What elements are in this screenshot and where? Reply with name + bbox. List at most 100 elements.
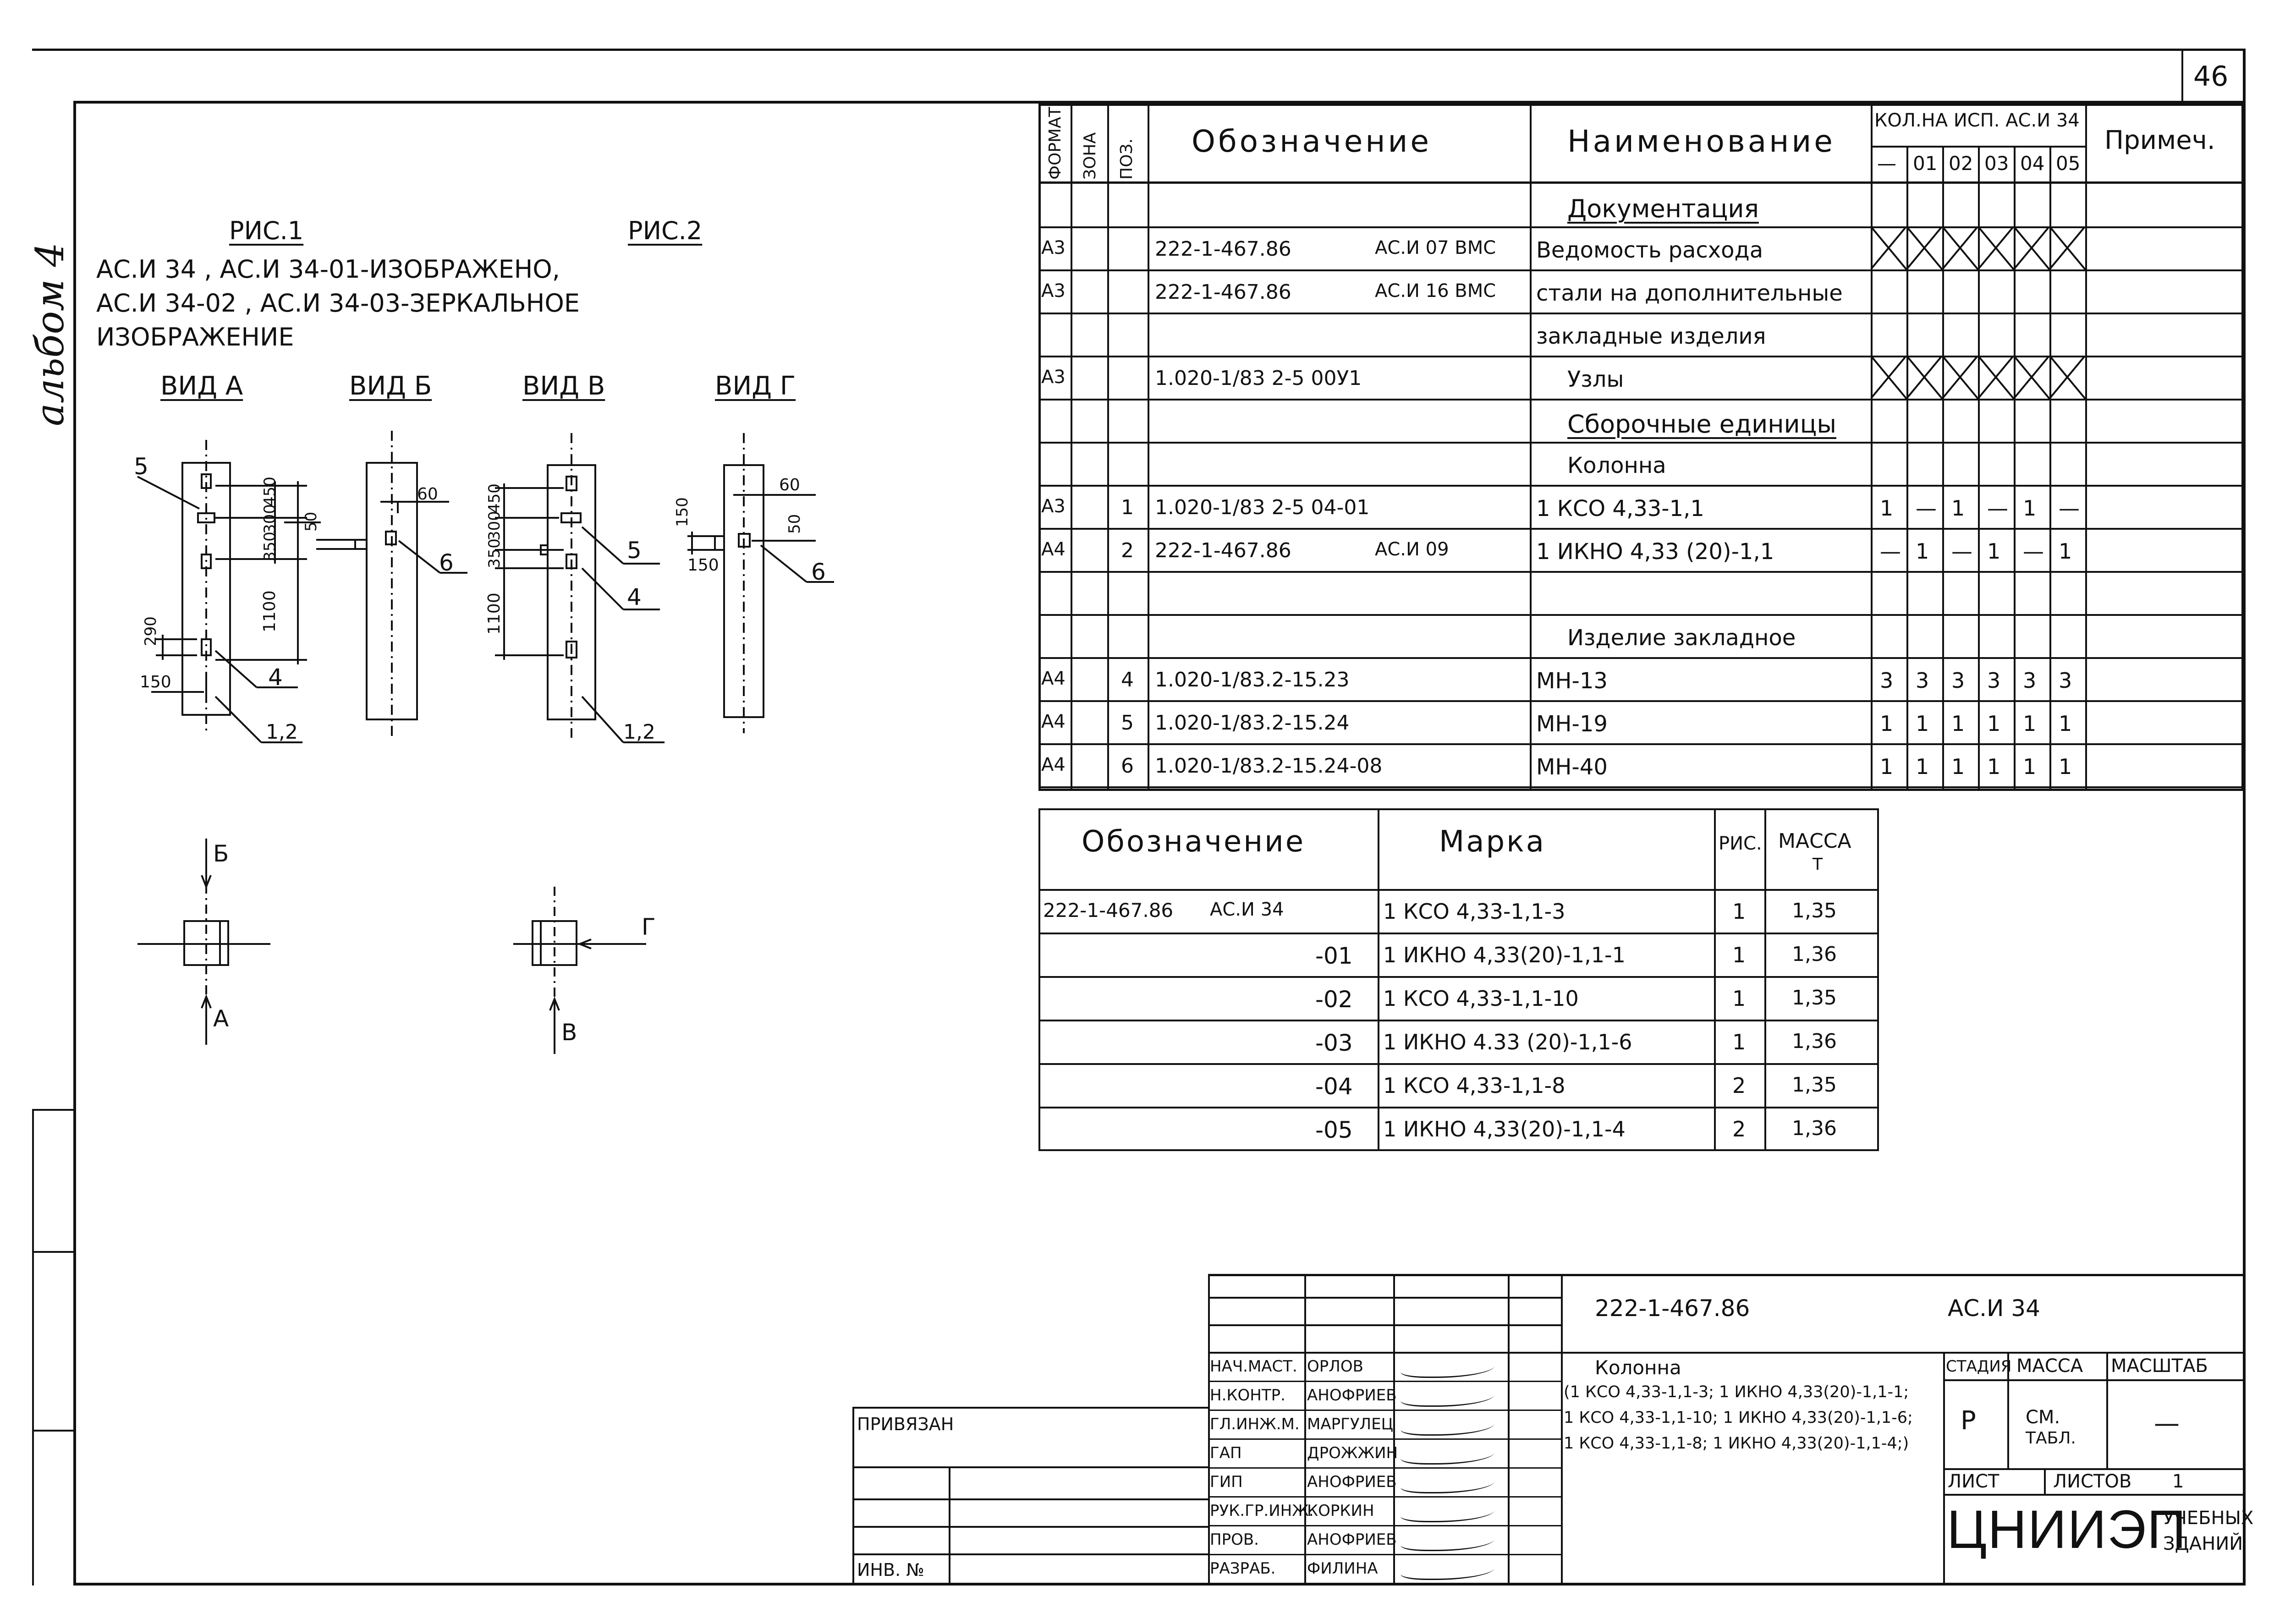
spec-cell-qty: 3 xyxy=(2023,668,2037,693)
spec-cell-qty: — xyxy=(2059,496,2080,521)
mark-cell-mass: 1,36 xyxy=(1792,1030,1837,1053)
header-pos: ПОЗ. xyxy=(1117,138,1136,180)
mark-cell-code: -04 xyxy=(1315,1073,1353,1100)
spec-header-bottom xyxy=(1038,181,2244,184)
tb-stage-right xyxy=(2007,1352,2009,1468)
mark-col-fig xyxy=(1714,808,1716,1151)
cross-stroke xyxy=(1906,356,1943,399)
variant-header: 02 xyxy=(1949,152,1973,175)
mark-row-line xyxy=(1038,976,1879,978)
spec-cell-qty: 1 xyxy=(2059,754,2072,779)
inv-no-label: ИНВ. № xyxy=(857,1560,924,1580)
callout-g-6: 6 xyxy=(811,559,826,585)
mark-cell-mass: 1,36 xyxy=(1792,943,1837,966)
spec-cell-format: А4 xyxy=(1041,668,1066,689)
mark-header-mass: МАССА xyxy=(1778,829,1851,853)
callout-v-4: 4 xyxy=(627,584,642,610)
mark-row-line xyxy=(1038,1107,1879,1108)
spec-row-line xyxy=(1038,313,2244,314)
mark-cell-fig: 1 xyxy=(1732,986,1746,1011)
frame-bottom xyxy=(73,1583,2246,1586)
tb-org-sub-1: УЧЕБНЫХ xyxy=(2163,1508,2254,1529)
view-v-title: ВИД В xyxy=(522,371,605,401)
tb-scale-label: МАСШТАБ xyxy=(2111,1355,2208,1377)
bound-r1 xyxy=(852,1466,1210,1468)
signer-role: РУК.ГР.ИНЖ. xyxy=(1210,1502,1314,1520)
mark-cell-designation: 222-1-467.86 xyxy=(1043,899,1174,922)
spec-cell-qty: 1 xyxy=(1916,539,1929,564)
tb-sheet-label: ЛИСТ xyxy=(1948,1471,1999,1492)
mark-cell-code: АС.И 34 xyxy=(1210,899,1284,920)
tb-object-desc-1: (1 КСО 4,33-1,1-3; 1 ИКНО 4,33(20)-1,1-1… xyxy=(1564,1383,1909,1401)
spec-cell-pos: 5 xyxy=(1121,711,1134,735)
spec-row-line xyxy=(1038,743,2244,745)
mark-cell-mark: 1 ИКНО 4,33(20)-1,1-1 xyxy=(1383,943,1626,967)
signer-name: ОРЛОВ xyxy=(1307,1357,1363,1376)
tb-sheet-row-bottom xyxy=(1943,1494,2244,1496)
spec-cell-pos: 1 xyxy=(1121,496,1134,519)
bound-top xyxy=(852,1407,1210,1409)
spec-cell-format: А4 xyxy=(1041,711,1066,732)
dim-g-60: 60 xyxy=(779,476,800,494)
view-a-embed-4 xyxy=(201,638,212,656)
spec-cell-qty: 3 xyxy=(1987,668,2001,693)
spec-cell-qty: 1 xyxy=(1880,496,1894,521)
tb-stage-label: СТАДИЯ xyxy=(1946,1357,2012,1376)
spec-cell-qty: 1 xyxy=(2023,754,2037,779)
spec-row-line xyxy=(1038,399,2244,401)
tb-r1 xyxy=(1208,1297,1561,1299)
signer-role: ГИП xyxy=(1210,1473,1243,1491)
col-line-zone xyxy=(1107,104,1109,791)
view-a-embed-3 xyxy=(201,554,212,569)
section-label-a: А xyxy=(213,1005,229,1032)
callout-v-5: 5 xyxy=(627,537,642,564)
mark-header-fig: РИС. xyxy=(1719,833,1762,854)
cross-stroke xyxy=(2049,356,2086,399)
fig1-title: РИС.1 xyxy=(229,216,304,245)
spec-cell-format: А4 xyxy=(1041,754,1066,775)
spec-cell-qty: 1 xyxy=(1880,711,1894,736)
spec-cell-qty: 3 xyxy=(2059,668,2072,693)
tb-c2 xyxy=(1393,1274,1395,1586)
callout-a-4: 4 xyxy=(268,664,283,691)
frame-left xyxy=(73,101,76,1586)
signature-scribble xyxy=(1399,1416,1498,1436)
cross-stroke xyxy=(1941,226,1979,269)
signer-name: АНОФРИЕВ xyxy=(1307,1531,1397,1549)
bound-label: ПРИВЯЗАН xyxy=(857,1414,954,1434)
mark-cell-fig: 1 xyxy=(1732,899,1746,924)
spec-cell-qty: 1 xyxy=(1987,539,2001,564)
mark-cell-mark: 1 ИКНО 4.33 (20)-1,1-6 xyxy=(1383,1030,1632,1054)
signer-row-line xyxy=(1208,1438,1561,1440)
signer-row-line xyxy=(1208,1554,1561,1555)
spec-row-line xyxy=(1038,571,2244,573)
spec-cell-qty: 3 xyxy=(1916,668,1929,693)
tb-org-sub-2: ЗДАНИЙ xyxy=(2163,1533,2243,1554)
signer-name: КОРКИН xyxy=(1307,1502,1374,1520)
signer-row-line xyxy=(1208,1467,1561,1469)
mark-row-line xyxy=(1038,1063,1879,1065)
col-line-q3 xyxy=(1978,146,1980,791)
cross-stroke xyxy=(1871,226,1907,269)
spec-cell-qty: — xyxy=(1951,539,1972,564)
mark-cell-code: -05 xyxy=(1315,1117,1353,1143)
spec-cell-qty: 1 xyxy=(1951,754,1965,779)
left-strip-h1 xyxy=(32,1109,75,1111)
spec-row-line xyxy=(1038,657,2244,659)
signer-role: РАЗРАБ. xyxy=(1210,1559,1276,1578)
view-g-title: ВИД Г xyxy=(715,371,796,401)
view-v-embed-1 xyxy=(566,476,577,491)
callout-v-12: 1,2 xyxy=(623,720,655,744)
tb-mass-label: МАССА xyxy=(2016,1355,2083,1377)
mark-cell-fig: 1 xyxy=(1732,1030,1746,1054)
signer-name: ДРОЖЖИН xyxy=(1307,1444,1398,1462)
signature-scribble xyxy=(1399,1445,1498,1465)
cross-stroke xyxy=(2013,356,2050,399)
col-line-note xyxy=(2085,104,2087,791)
left-strip-h2 xyxy=(32,1251,75,1253)
spec-cell-code: АС.И 09 xyxy=(1375,539,1449,560)
mark-cell-code: -03 xyxy=(1315,1030,1353,1056)
view-v-embed-4 xyxy=(566,641,577,658)
spec-cell-name: Ведомость расхода xyxy=(1536,237,1763,263)
signature-scribble xyxy=(1399,1503,1498,1522)
